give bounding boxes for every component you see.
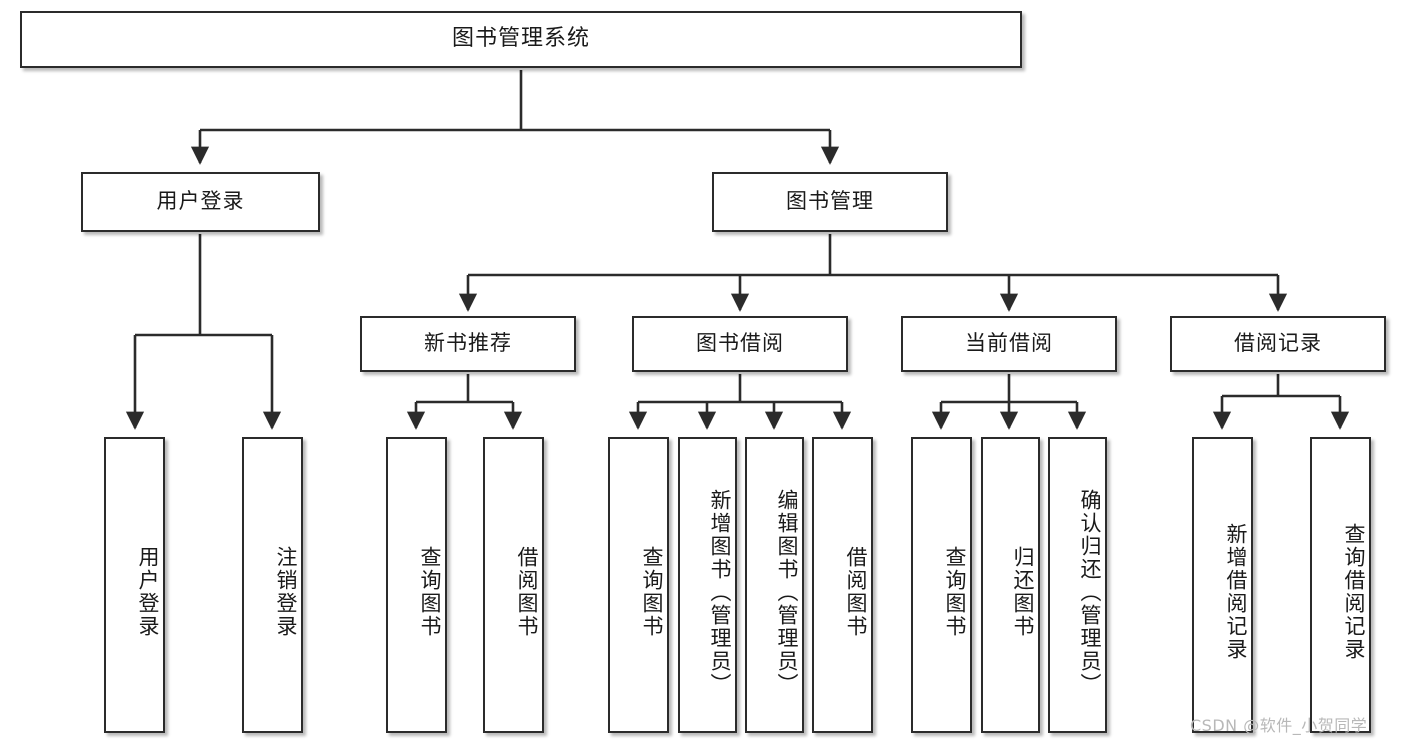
node-label: 借阅图书 <box>844 546 868 638</box>
node-current-borrow[interactable]: 当前借阅 <box>901 316 1117 372</box>
node-root-system[interactable]: 图书管理系统 <box>20 11 1022 68</box>
leaf-record-query-record[interactable]: 查询借阅记录 <box>1310 437 1371 733</box>
node-label: 图书管理 <box>786 189 874 214</box>
watermark: CSDN @软件_小贺同学 <box>1190 716 1368 735</box>
node-new-book-recommend[interactable]: 新书推荐 <box>360 316 576 372</box>
node-label: 新书推荐 <box>424 331 512 356</box>
node-borrow-record[interactable]: 借阅记录 <box>1170 316 1386 372</box>
node-book-borrow[interactable]: 图书借阅 <box>632 316 848 372</box>
leaf-current-query-book[interactable]: 查询图书 <box>911 437 972 733</box>
node-label: 新增借阅记录 <box>1224 523 1248 661</box>
node-label: 查询图书 <box>640 546 664 638</box>
node-label: 编辑图书（管理员） <box>775 488 799 696</box>
leaf-borrow-edit-book-admin[interactable]: 编辑图书（管理员） <box>745 437 804 733</box>
leaf-borrow-borrow-book[interactable]: 借阅图书 <box>812 437 873 733</box>
node-label: 注销登录 <box>274 546 298 638</box>
leaf-current-return-book[interactable]: 归还图书 <box>981 437 1040 733</box>
node-label: 查询图书 <box>943 546 967 638</box>
node-label: 用户登录 <box>136 546 160 638</box>
leaf-borrow-add-book-admin[interactable]: 新增图书（管理员） <box>678 437 737 733</box>
leaf-recommend-query-book[interactable]: 查询图书 <box>386 437 447 733</box>
node-label: 当前借阅 <box>965 331 1053 356</box>
node-book-management[interactable]: 图书管理 <box>712 172 948 232</box>
leaf-recommend-borrow-book[interactable]: 借阅图书 <box>483 437 544 733</box>
node-label: 图书借阅 <box>696 331 784 356</box>
node-user-login[interactable]: 用户登录 <box>81 172 320 232</box>
leaf-record-add-record[interactable]: 新增借阅记录 <box>1192 437 1253 733</box>
leaf-user-login-login[interactable]: 用户登录 <box>104 437 165 733</box>
leaf-current-confirm-return-admin[interactable]: 确认归还（管理员） <box>1048 437 1107 733</box>
node-label: 查询图书 <box>418 546 442 638</box>
node-label: 确认归还（管理员） <box>1078 488 1102 696</box>
node-label: 借阅图书 <box>515 546 539 638</box>
node-label: 查询借阅记录 <box>1342 523 1366 661</box>
leaf-user-login-logout[interactable]: 注销登录 <box>242 437 303 733</box>
node-label: 归还图书 <box>1011 546 1035 638</box>
node-label: 图书管理系统 <box>451 26 590 52</box>
leaf-borrow-query-book[interactable]: 查询图书 <box>608 437 669 733</box>
node-label: 用户登录 <box>156 189 245 214</box>
node-label: 借阅记录 <box>1234 331 1322 356</box>
node-label: 新增图书（管理员） <box>708 488 732 696</box>
